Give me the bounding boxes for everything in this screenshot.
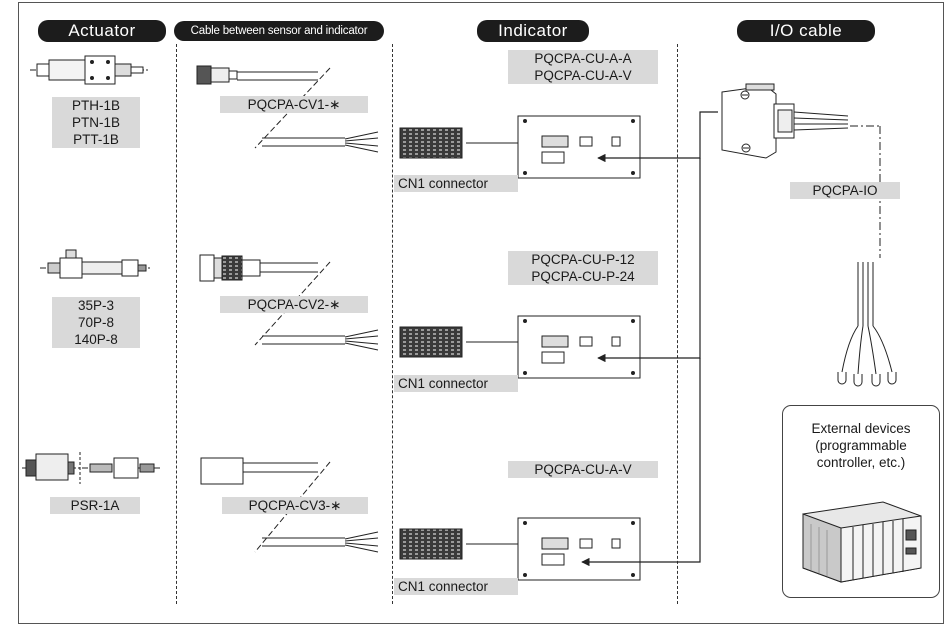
header-io-cable: I/O cable [737, 20, 875, 42]
cable-cv3-drawing [200, 457, 379, 553]
indicator-model-label: PQCPA-CU-P-12 PQCPA-CU-P-24 [508, 251, 658, 285]
cn1-connector-label: CN1 connector [394, 175, 518, 192]
indicator-model-label: PQCPA-CU-A-A PQCPA-CU-A-V [508, 50, 658, 84]
header-indicator: Indicator [477, 20, 589, 42]
io-connection-lines [581, 111, 718, 567]
header-actuator: Actuator [38, 20, 166, 42]
actuator-model-label: PSR-1A [50, 497, 140, 514]
io-cable-model-label: PQCPA-IO [790, 182, 900, 199]
external-devices-label: External devices (programmable controlle… [811, 421, 911, 470]
cable-model-label: PQCPA-CV3-∗ [222, 497, 368, 514]
plc-icon [802, 501, 922, 583]
header-cable: Cable between sensor and indicator [174, 21, 384, 41]
cable-cv2-drawing [199, 254, 379, 351]
column-divider [176, 44, 177, 604]
actuator-psr-drawing [22, 452, 160, 484]
column-divider [392, 44, 393, 604]
indicator-unit-1 [399, 115, 641, 179]
io-wires-drawing [837, 262, 897, 387]
indicator-unit-2 [399, 315, 641, 379]
cable-model-label: PQCPA-CV1-∗ [220, 96, 368, 113]
actuator-pth-drawing [30, 55, 148, 85]
cable-model-label: PQCPA-CV2-∗ [220, 296, 368, 313]
column-divider [677, 44, 678, 604]
actuator-model-label: 35P-3 70P-8 140P-8 [52, 297, 140, 348]
cable-cv1-drawing [196, 65, 379, 153]
diagram-frame [18, 2, 944, 624]
actuator-35p-drawing [40, 249, 150, 279]
io-connector-drawing [721, 83, 881, 258]
external-devices-box: External devices (programmable controlle… [782, 405, 940, 598]
cn1-connector-label: CN1 connector [394, 375, 518, 392]
indicator-unit-3 [399, 517, 641, 581]
cn1-connector-label: CN1 connector [394, 578, 518, 595]
indicator-model-label: PQCPA-CU-A-V [508, 461, 658, 478]
actuator-model-label: PTH-1B PTN-1B PTT-1B [52, 97, 140, 148]
